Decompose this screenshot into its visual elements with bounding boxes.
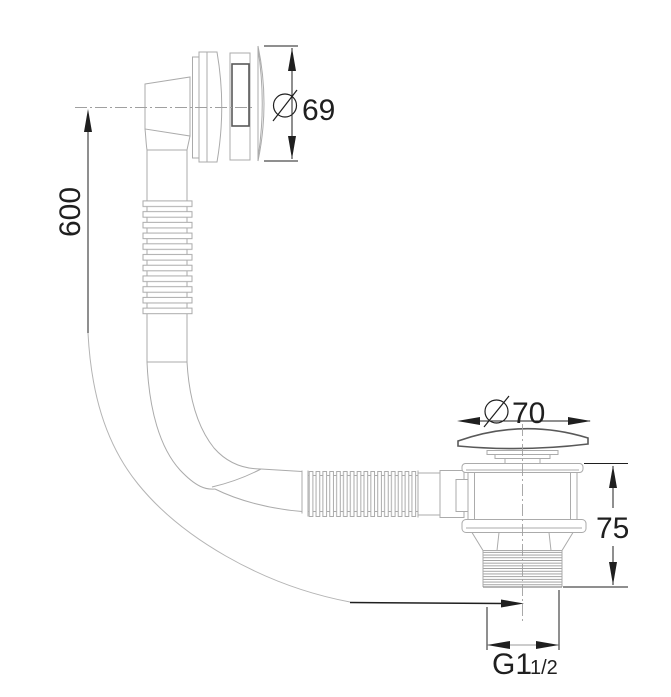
overflow-cap-hub (231, 63, 250, 127)
drain-centerline-leader-arrow (349, 599, 524, 608)
diameter-symbol-icon (483, 395, 510, 428)
hose-length-leader-curve (87, 332, 351, 603)
drain-assembly (457, 424, 589, 621)
overflow-elbow (144, 128, 191, 151)
arrow-left-icon (487, 641, 510, 649)
arrow-up-icon (609, 465, 617, 488)
arrow-left-icon (457, 417, 480, 425)
thread-size-label: G1 (492, 648, 532, 681)
arrow-down-icon (288, 136, 296, 159)
overflow-assembly (75, 45, 265, 163)
hose-end-sleeve (417, 470, 440, 518)
diameter-symbol-icon (272, 89, 298, 122)
drain-height-label: 75 (596, 512, 629, 545)
dimension-drain-diameter: 70 (457, 395, 591, 430)
arrow-up-icon (288, 48, 296, 71)
hose-horizontal-corrugation (308, 471, 419, 517)
thread-size-fraction-label: 1/2 (530, 657, 558, 679)
hex-flats (496, 532, 552, 551)
arrow-down-icon (609, 562, 617, 585)
arrow-right-icon (501, 599, 524, 608)
overflow-flange-ring (206, 51, 223, 163)
hose-vertical-corrugation (142, 200, 193, 318)
hose-upper-pipe (146, 150, 188, 200)
dimension-overflow-diameter: 69 (264, 45, 335, 162)
drain-diameter-label: 70 (512, 397, 545, 430)
hose-bend (146, 361, 303, 512)
overflow-cap-face (257, 45, 265, 162)
dimension-hose-length: 600 (54, 109, 351, 603)
arrow-right-icon (568, 417, 591, 425)
dimension-thread-size: G1 1/2 (486, 590, 560, 681)
overflow-body (144, 76, 191, 137)
hose-cuff-joint (301, 470, 309, 517)
arrow-right-icon (536, 641, 559, 649)
dimension-drain-height: 75 (563, 463, 629, 588)
popup-dome-cap (457, 427, 589, 450)
hose-sleeve (146, 318, 188, 363)
lower-flange (461, 519, 587, 533)
hose-fitting-stub (455, 479, 469, 512)
overflow-flange-plate (198, 51, 208, 163)
drain-body (467, 472, 578, 520)
hose-length-label: 600 (54, 187, 87, 237)
flexible-hose (142, 150, 469, 518)
overflow-diameter-label: 69 (302, 94, 335, 127)
